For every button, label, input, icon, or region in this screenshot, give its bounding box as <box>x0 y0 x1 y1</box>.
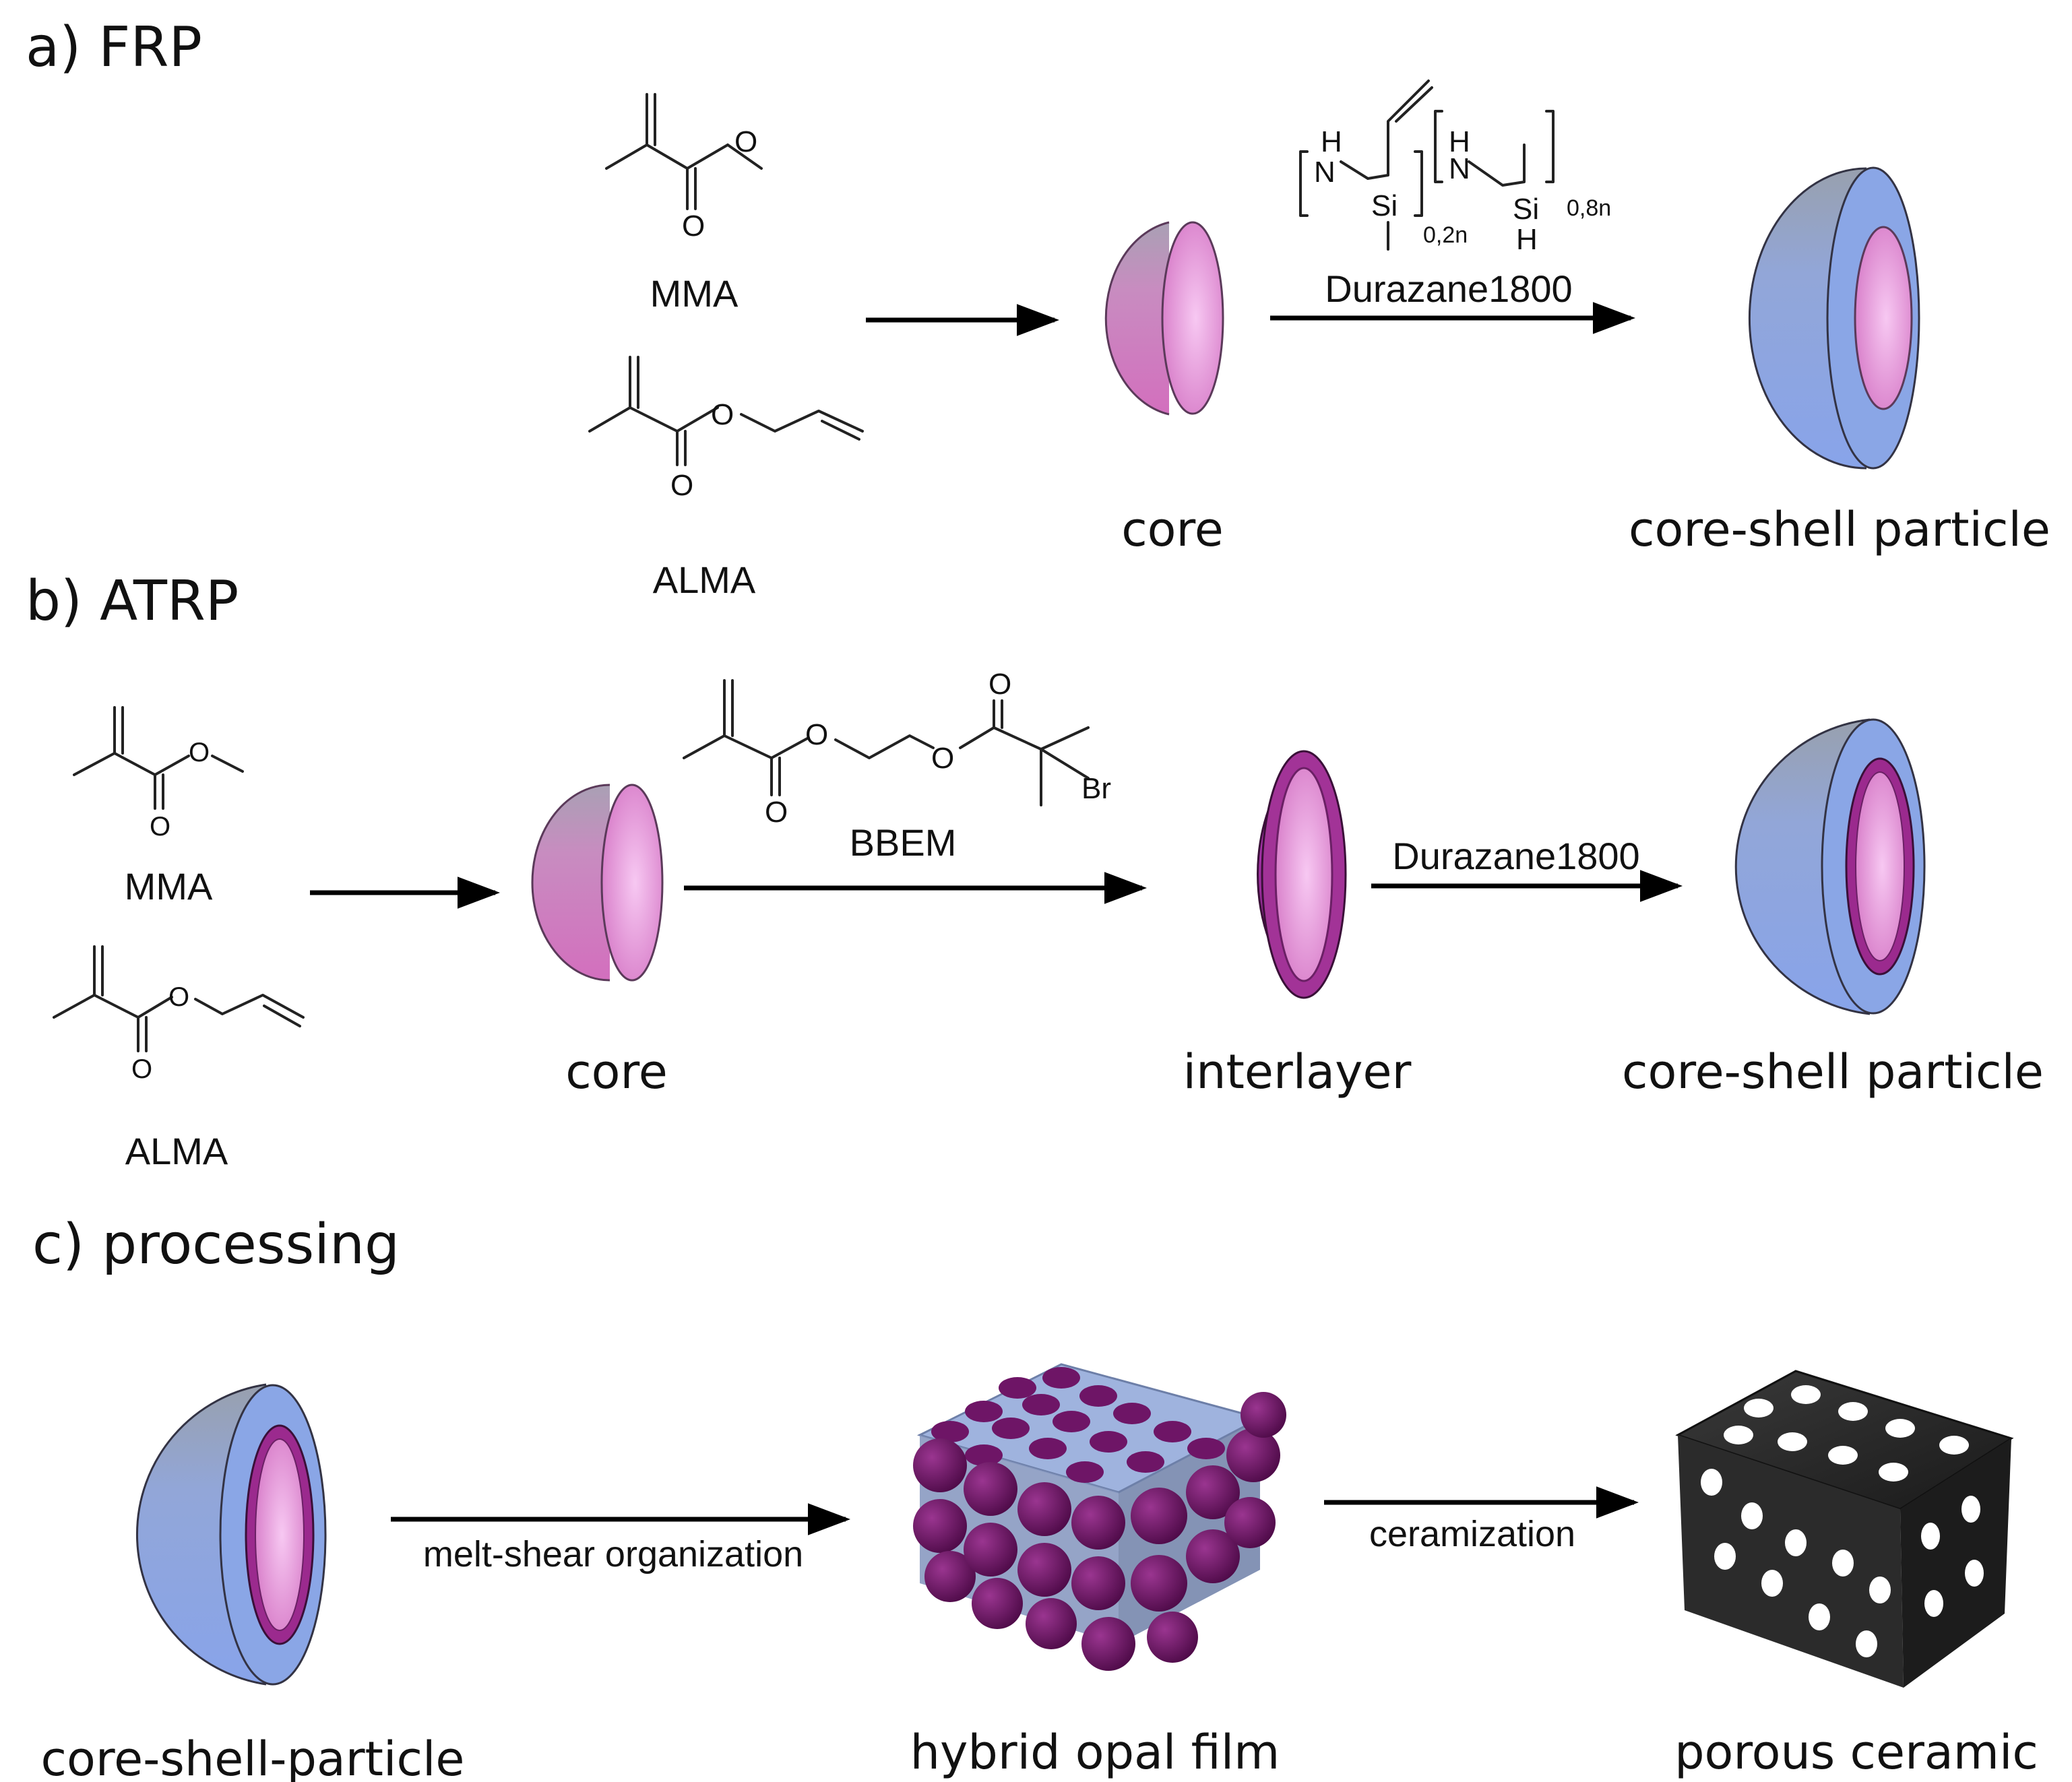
atom-o: O <box>670 469 693 502</box>
interlayer-particle <box>1257 750 1347 999</box>
atom-o: O <box>150 812 170 841</box>
alma-label-b: ALMA <box>125 1130 228 1172</box>
core-shell-particle-b <box>1734 718 1926 1015</box>
mma-label-a: MMA <box>650 272 739 315</box>
section-c-title: c) processing <box>32 1213 400 1277</box>
product-label-a: core-shell particle <box>1629 502 2050 557</box>
polymer-h2: H <box>1449 125 1470 158</box>
product-label-b: core-shell particle <box>1622 1044 2044 1100</box>
core-particle-a <box>1104 221 1224 416</box>
mma-structure-a: O O <box>605 93 763 243</box>
hybrid-opal-film <box>913 1363 1286 1671</box>
mma-label-b: MMA <box>125 865 213 908</box>
reagent-label-a: Durazane1800 <box>1325 267 1572 310</box>
atom-br: Br <box>1081 772 1111 805</box>
porous-ceramic <box>1675 1370 2014 1688</box>
section-b-title: b) ATRP <box>26 569 239 633</box>
bbem-structure: O O O O Br <box>683 668 1111 829</box>
reagent1-label-b: BBEM <box>850 821 957 864</box>
durazane-structure: H N Si 0,2n H N Si H 0,8n <box>1299 79 1611 256</box>
interlayer-label: interlayer <box>1183 1044 1412 1100</box>
core-shell-particle-c <box>135 1383 327 1686</box>
atom-o: O <box>168 982 189 1012</box>
atom-o: O <box>988 668 1011 701</box>
core-label-b: core <box>565 1044 668 1100</box>
polymer-n2: N <box>1449 152 1470 185</box>
atom-o: O <box>682 210 705 243</box>
mma-structure-b: O O <box>73 706 244 841</box>
polymer-si2: Si <box>1513 193 1539 226</box>
step2-label: ceramization <box>1369 1514 1575 1554</box>
film-label: hybrid opal film <box>910 1725 1280 1780</box>
alma-structure-a: O O <box>588 356 864 502</box>
atom-o: O <box>734 125 757 158</box>
ceramic-label: porous ceramic <box>1674 1725 2038 1780</box>
reagent2-label-b: Durazane1800 <box>1392 835 1639 877</box>
atom-o: O <box>805 718 828 751</box>
top-spheres <box>931 1367 1225 1483</box>
polymer-si1: Si <box>1371 189 1398 222</box>
atom-o: O <box>189 738 210 767</box>
atom-o: O <box>765 796 788 829</box>
polymer-n1: N <box>1314 156 1336 189</box>
side-spheres <box>913 1392 1286 1671</box>
alma-structure-b: O O <box>53 945 305 1084</box>
atom-o: O <box>931 742 954 775</box>
polymer-sub1: 0,2n <box>1423 222 1468 248</box>
polymer-h1: H <box>1321 125 1342 158</box>
core-label-a: core <box>1121 502 1224 557</box>
polymer-h3: H <box>1516 223 1538 256</box>
particle-label-c: core-shell-particle <box>41 1731 465 1782</box>
core-particle-b <box>531 784 664 982</box>
ceramic-pores <box>1701 1385 1984 1657</box>
section-a-title: a) FRP <box>26 15 202 79</box>
atom-o: O <box>131 1054 152 1084</box>
polymer-sub2: 0,8n <box>1567 195 1611 221</box>
alma-label-a: ALMA <box>653 559 756 601</box>
step1-label: melt-shear organization <box>423 1534 803 1574</box>
atom-o: O <box>711 398 734 431</box>
core-shell-particle-a <box>1748 166 1920 470</box>
